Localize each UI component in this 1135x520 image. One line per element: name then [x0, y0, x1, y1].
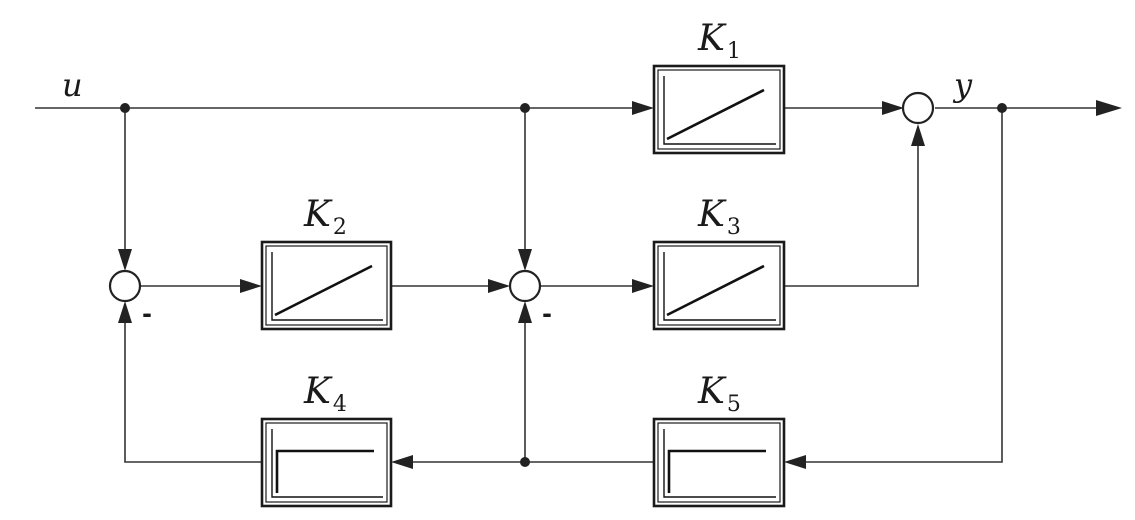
sum-junction-mid — [508, 269, 542, 303]
arrow-into-k1 — [632, 101, 654, 115]
junction-mid-top — [520, 103, 530, 113]
block-k1-axes — [663, 76, 776, 145]
block-k2 — [260, 240, 393, 331]
block-k3-inner-frame — [657, 245, 781, 326]
block-k4-frame — [260, 417, 393, 508]
block-k3 — [652, 240, 786, 331]
wire-k4-to-sumleft — [124, 312, 262, 463]
summing-junctions — [108, 91, 935, 303]
label-k2: K2 — [303, 194, 347, 240]
signal-label-input: u — [62, 66, 83, 104]
block-k1-frame — [652, 64, 786, 155]
label-k3: K3 — [697, 194, 741, 240]
block-k5-frame — [652, 417, 786, 508]
block-k5-step-curve — [667, 449, 766, 493]
arrow-into-summid-top — [518, 249, 532, 271]
sum-junction-output — [901, 91, 935, 125]
block-k5-axes — [663, 429, 776, 498]
arrow-into-summid-bottom — [518, 301, 532, 323]
block-k3-ramp-curve — [666, 264, 765, 317]
block-k1-ramp-curve — [666, 88, 765, 141]
label-k4: K4 — [303, 371, 347, 417]
sign-sum-mid: - — [542, 300, 552, 328]
arrow-into-k4 — [391, 455, 413, 469]
junction-dots — [120, 103, 1007, 467]
block-k2-ramp-curve — [274, 264, 373, 317]
block-k4-axes — [271, 429, 383, 498]
arrowheads — [118, 100, 1122, 469]
block-k4-step-curve — [275, 449, 374, 493]
arrow-into-sumleft-top — [118, 249, 132, 271]
block-k2-inner-frame — [265, 245, 388, 326]
block-k2-frame — [260, 240, 393, 331]
block-k3-frame — [652, 240, 786, 331]
sign-sum-left: - — [142, 300, 152, 328]
signal-label-output: y — [952, 66, 973, 104]
arrow-into-k2 — [240, 279, 262, 293]
block-k3-axes — [663, 252, 776, 321]
label-k1: K1 — [697, 18, 741, 64]
arrow-output — [1096, 100, 1122, 116]
junction-u — [120, 103, 130, 113]
block-k1-inner-frame — [657, 69, 781, 150]
block-k4 — [260, 417, 393, 508]
block-k1 — [652, 64, 786, 155]
arrow-into-sum-top — [882, 101, 904, 115]
block-labels: K1 K2 K3 K4 K5 — [303, 18, 741, 417]
arrow-into-sum-top-bottom — [911, 124, 925, 146]
arrow-into-summid-left — [488, 279, 510, 293]
block-k5-inner-frame — [657, 422, 781, 503]
signal-wires — [35, 107, 1105, 463]
block-k5 — [652, 417, 786, 508]
block-k4-inner-frame — [265, 422, 388, 503]
junction-mid-bottom — [520, 457, 530, 467]
label-k5: K5 — [697, 371, 741, 417]
sum-junction-left — [108, 269, 142, 303]
arrow-into-k5 — [784, 455, 806, 469]
block-k2-axes — [271, 252, 383, 321]
junction-y — [997, 103, 1007, 113]
wire-k3-to-sum-top — [784, 140, 919, 287]
arrow-into-k3 — [632, 279, 654, 293]
arrow-into-sumleft-bottom — [118, 301, 132, 323]
wire-y-feedback — [798, 108, 1003, 463]
